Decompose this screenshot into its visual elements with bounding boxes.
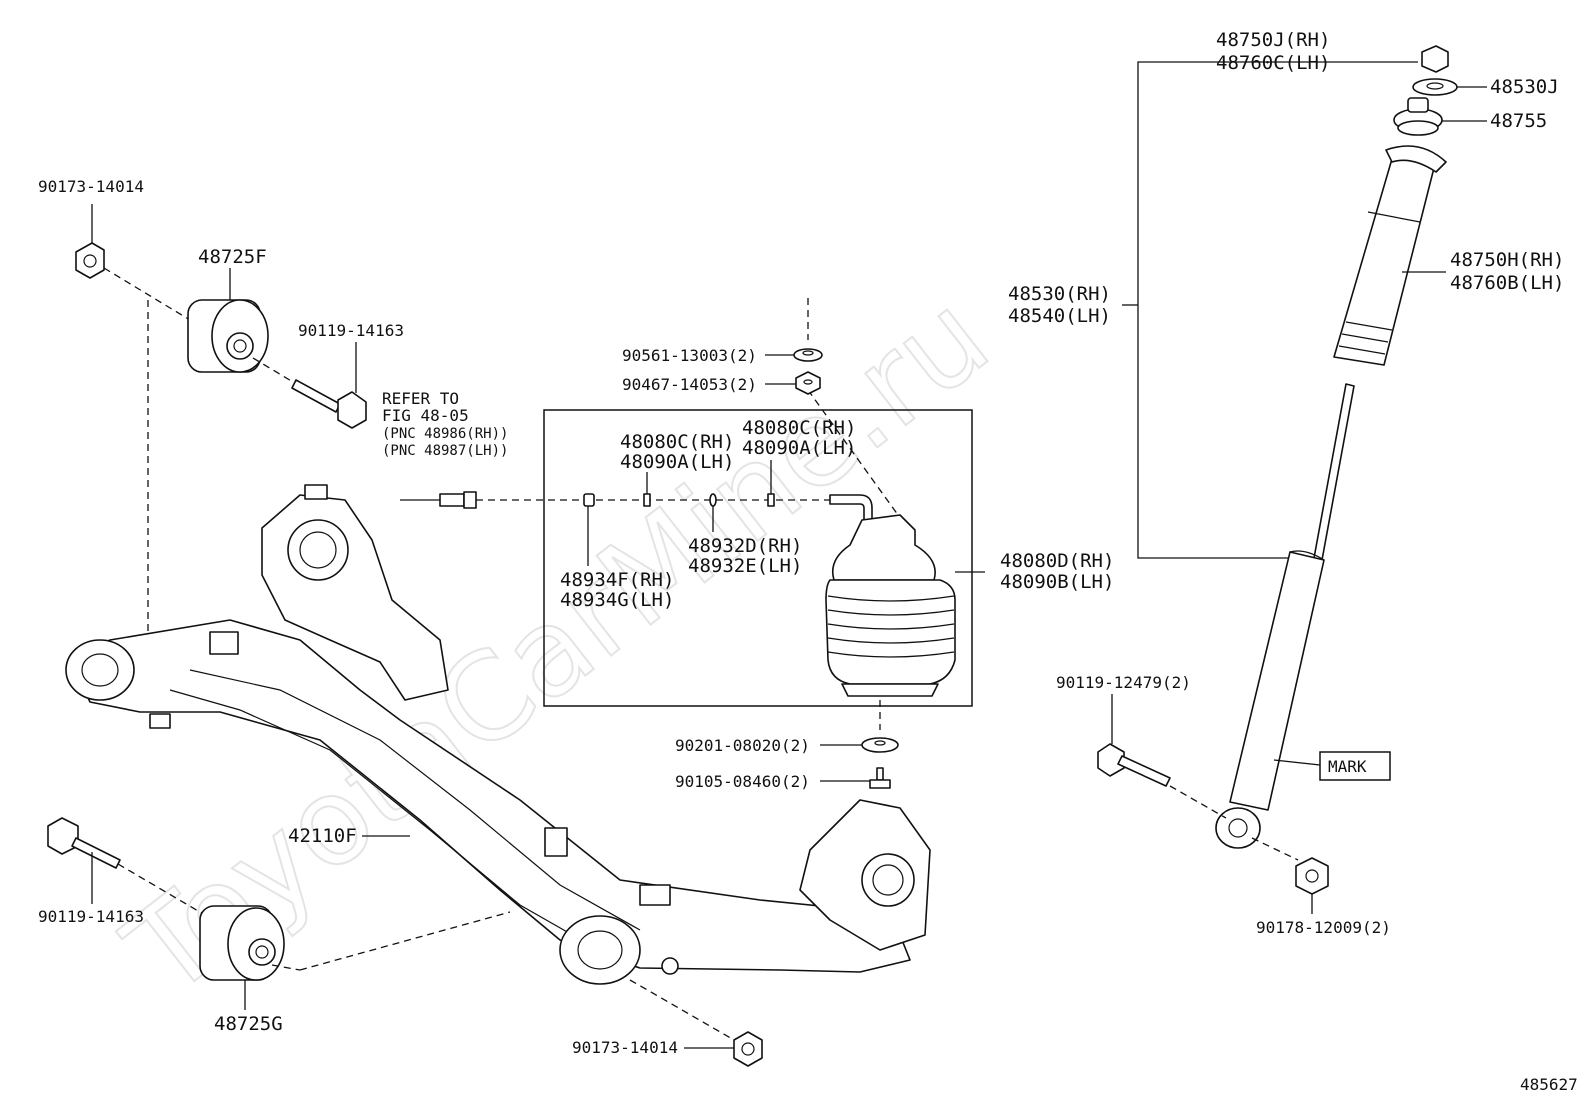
label-joint-left-rh: 48080C(RH) xyxy=(620,431,734,453)
label-shock-lower-nut: 90178-12009(2) xyxy=(1256,918,1391,937)
label-bolt-spring: 90105-08460(2) xyxy=(675,772,810,791)
label-boot-rh: 48750H(RH) xyxy=(1450,249,1564,271)
figure-number: 485627 xyxy=(1520,1075,1578,1094)
label-clip-rh: 48934F(RH) xyxy=(560,569,674,591)
label-boot-lh: 48760B(LH) xyxy=(1450,272,1564,294)
label-joint-right-lh: 48090A(LH) xyxy=(742,437,856,459)
bushing-top[interactable] xyxy=(187,299,269,373)
nut-spring-top[interactable] xyxy=(795,371,821,395)
label-shock-bolt: 90119-12479(2) xyxy=(1056,673,1191,692)
bushing-bottom[interactable] xyxy=(199,905,285,981)
shock-boot[interactable] xyxy=(1333,145,1447,366)
shock-absorber-body[interactable] xyxy=(1215,383,1355,849)
label-shock-cushion: 48755 xyxy=(1490,110,1547,132)
label-absorber-rh: 48530(RH) xyxy=(1008,283,1111,305)
svg-text:REFER TO: REFER TO xyxy=(382,389,459,408)
washer-top[interactable] xyxy=(793,348,823,362)
label-bolt-bottom: 90119-14163 xyxy=(38,907,144,926)
svg-text:FIG 48-05: FIG 48-05 xyxy=(382,406,469,425)
air-spring[interactable] xyxy=(825,514,956,697)
label-clip-lh: 48934G(LH) xyxy=(560,589,674,611)
washer-bottom[interactable] xyxy=(861,737,899,753)
svg-text:(PNC 48986(RH)): (PNC 48986(RH)) xyxy=(382,426,508,442)
bolt-bottom[interactable] xyxy=(47,817,121,869)
air-spring-group-box xyxy=(543,409,973,707)
mark-box xyxy=(1319,751,1391,781)
shock-washer[interactable] xyxy=(1412,78,1458,96)
bolt-spring[interactable] xyxy=(869,767,891,789)
hose-connector[interactable] xyxy=(439,491,477,509)
joint-left[interactable] xyxy=(643,493,651,507)
nut-bottom[interactable] xyxy=(733,1031,763,1067)
label-bushing-top: 48725F xyxy=(198,246,267,268)
joint-right[interactable] xyxy=(767,493,775,507)
label-bolt-top: 90119-14163 xyxy=(298,321,404,340)
label-nut-top-left: 90173-14014 xyxy=(38,177,144,196)
label-joint-right-rh: 48080C(RH) xyxy=(742,417,856,439)
label-washer-top: 90561-13003(2) xyxy=(622,346,757,365)
bolt-top[interactable] xyxy=(291,379,367,429)
label-beam: 42110F xyxy=(288,825,357,847)
label-joint-left-lh: 48090A(LH) xyxy=(620,451,734,473)
label-oring-lh: 48932E(LH) xyxy=(688,555,802,577)
label-absorber-lh: 48540(LH) xyxy=(1008,305,1111,327)
mark-label: MARK xyxy=(1328,757,1367,776)
svg-text:(PNC 48987(LH)): (PNC 48987(LH)) xyxy=(382,443,508,459)
label-bushing-bottom: 48725G xyxy=(214,1013,283,1035)
shock-lower-nut[interactable] xyxy=(1295,857,1329,895)
label-shock-nut-rh: 48750J(RH) xyxy=(1216,29,1330,51)
label-nut-bottom: 90173-14014 xyxy=(572,1038,678,1057)
label-spring-lh: 48090B(LH) xyxy=(1000,571,1114,593)
reference-note: REFER TO FIG 48-05 (PNC 48986(RH)) (PNC … xyxy=(382,389,508,459)
axle-beam[interactable] xyxy=(65,484,931,985)
label-washer-bottom: 90201-08020(2) xyxy=(675,736,810,755)
label-shock-nut-lh: 48760C(LH) xyxy=(1216,52,1330,74)
label-spring-rh: 48080D(RH) xyxy=(1000,550,1114,572)
nut-top-left[interactable] xyxy=(75,242,105,279)
label-oring-rh: 48932D(RH) xyxy=(688,535,802,557)
label-shock-washer: 48530J xyxy=(1490,76,1559,98)
label-nut-spring-top: 90467-14053(2) xyxy=(622,375,757,394)
shock-bolt[interactable] xyxy=(1097,743,1171,787)
oring[interactable] xyxy=(709,493,717,507)
clip[interactable] xyxy=(583,493,595,507)
shock-top-nut[interactable] xyxy=(1421,45,1449,73)
shock-cushion[interactable] xyxy=(1393,97,1443,136)
